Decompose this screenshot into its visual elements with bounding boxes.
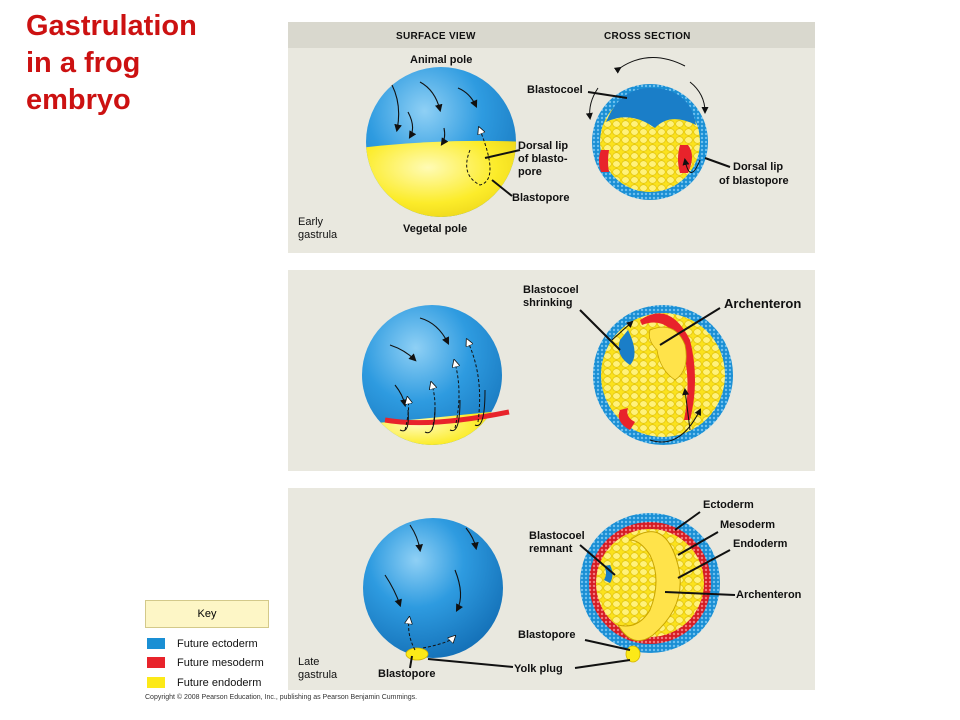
key-title: Key xyxy=(145,600,269,628)
slide-title: Gastrulation in a frog embryo xyxy=(26,8,256,119)
label-vegetal-pole: Vegetal pole xyxy=(403,223,468,235)
title-line-1: Gastrulation xyxy=(26,10,197,42)
late-gastrula-surface-view xyxy=(363,518,514,669)
header-cross-section: CROSS SECTION xyxy=(604,31,691,42)
label-endoderm: Endoderm xyxy=(733,538,788,550)
label-stage-early-1: Early xyxy=(298,216,324,228)
key-swatch-endoderm xyxy=(147,677,165,688)
label-blastocoel: Blastocoel xyxy=(527,84,583,96)
label-blastopore: Blastopore xyxy=(512,192,570,204)
label-blastocoel-remnant-1: Blastocoel xyxy=(529,530,585,542)
label-blastocoel-shrinking-1: Blastocoel xyxy=(523,284,579,296)
label-ectoderm: Ectoderm xyxy=(703,499,754,511)
mid-gastrula-surface-view xyxy=(362,305,510,445)
title-line-2: in a frog xyxy=(26,47,141,79)
label-stage-early-2: gastrula xyxy=(298,229,338,241)
label-dorsal-lip-right-1: Dorsal lip xyxy=(733,161,784,173)
title-line-3: embryo xyxy=(26,84,131,116)
label-dorsal-lip-2: of blasto- xyxy=(518,153,568,165)
key-label-ectoderm: Future ectoderm xyxy=(177,638,258,650)
label-dorsal-lip-1: Dorsal lip xyxy=(518,140,569,152)
early-gastrula-cross-section xyxy=(585,57,731,200)
label-archenteron-late: Archenteron xyxy=(736,589,802,601)
key-swatch-mesoderm xyxy=(147,657,165,668)
label-dorsal-lip-3: pore xyxy=(518,166,542,178)
label-blastopore-late-left: Blastopore xyxy=(378,668,436,680)
key-label-endoderm: Future endoderm xyxy=(177,677,262,689)
label-yolk-plug: Yolk plug xyxy=(514,663,563,675)
early-gastrula-surface-view xyxy=(366,67,521,217)
label-stage-late-1: Late xyxy=(298,656,320,668)
key-label-mesoderm: Future mesoderm xyxy=(177,657,264,669)
label-blastopore-late-right: Blastopore xyxy=(518,629,576,641)
label-blastocoel-shrinking-2: shrinking xyxy=(523,297,573,309)
label-archenteron-mid: Archenteron xyxy=(724,296,802,311)
label-blastocoel-remnant-2: remnant xyxy=(529,543,573,555)
mid-gastrula-cross-section xyxy=(579,305,733,445)
label-animal-pole: Animal pole xyxy=(410,54,473,66)
label-dorsal-lip-right-2: of blastopore xyxy=(719,175,789,187)
copyright-notice: Copyright © 2008 Pearson Education, Inc.… xyxy=(145,694,418,701)
label-stage-late-2: gastrula xyxy=(298,669,338,681)
key-swatch-ectoderm xyxy=(147,638,165,649)
label-mesoderm: Mesoderm xyxy=(720,519,776,531)
late-gastrula-cross-section xyxy=(574,511,736,669)
panel-header xyxy=(288,22,815,48)
header-surface-view: SURFACE VIEW xyxy=(396,31,476,42)
